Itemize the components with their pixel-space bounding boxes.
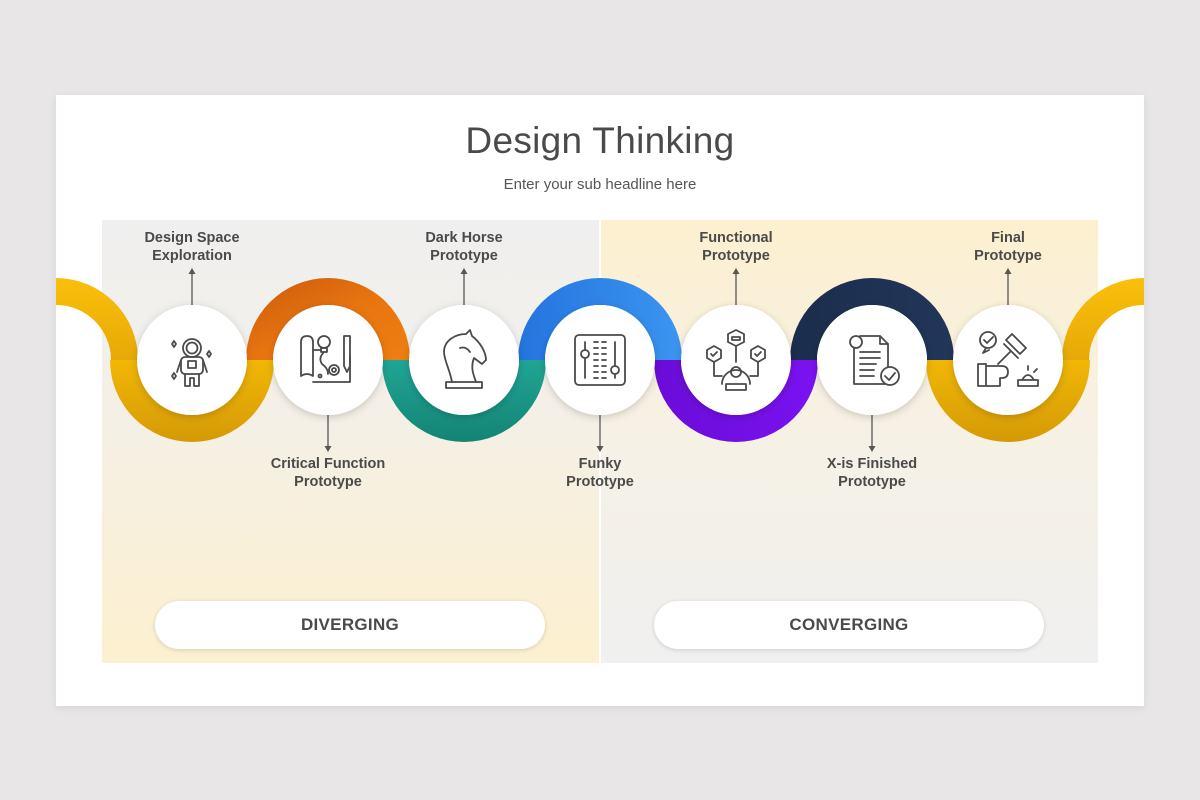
step-circle-6 [817,305,927,415]
arc-6 [790,278,954,360]
exit-arc [1062,278,1144,360]
document-check-icon [849,335,900,386]
arc-7 [926,360,1090,442]
arc-5 [654,360,818,442]
step-circle-2 [273,305,383,415]
diverging-pill: DIVERGING [155,601,545,649]
converging-pill: CONVERGING [654,601,1044,649]
astronaut-icon [171,338,212,387]
blueprint-idea-icon [300,335,351,383]
arc-2 [246,278,410,360]
step-circle-7 [953,305,1063,415]
entry-arc [56,278,138,360]
step-circle-3 [409,305,519,415]
slide-subtitle: Enter your sub headline here [503,176,697,193]
gear-network-icon [706,329,766,391]
arc-4 [518,278,682,360]
chess-knight-icon [443,329,487,389]
sliders-panel-icon [574,334,626,386]
arc-1 [110,360,274,442]
slide-title: Design Thinking [465,120,735,161]
gavel-bell-icon [977,331,1039,387]
step-circle-1 [137,305,247,415]
arc-3 [382,360,546,442]
step-circle-4 [545,305,655,415]
